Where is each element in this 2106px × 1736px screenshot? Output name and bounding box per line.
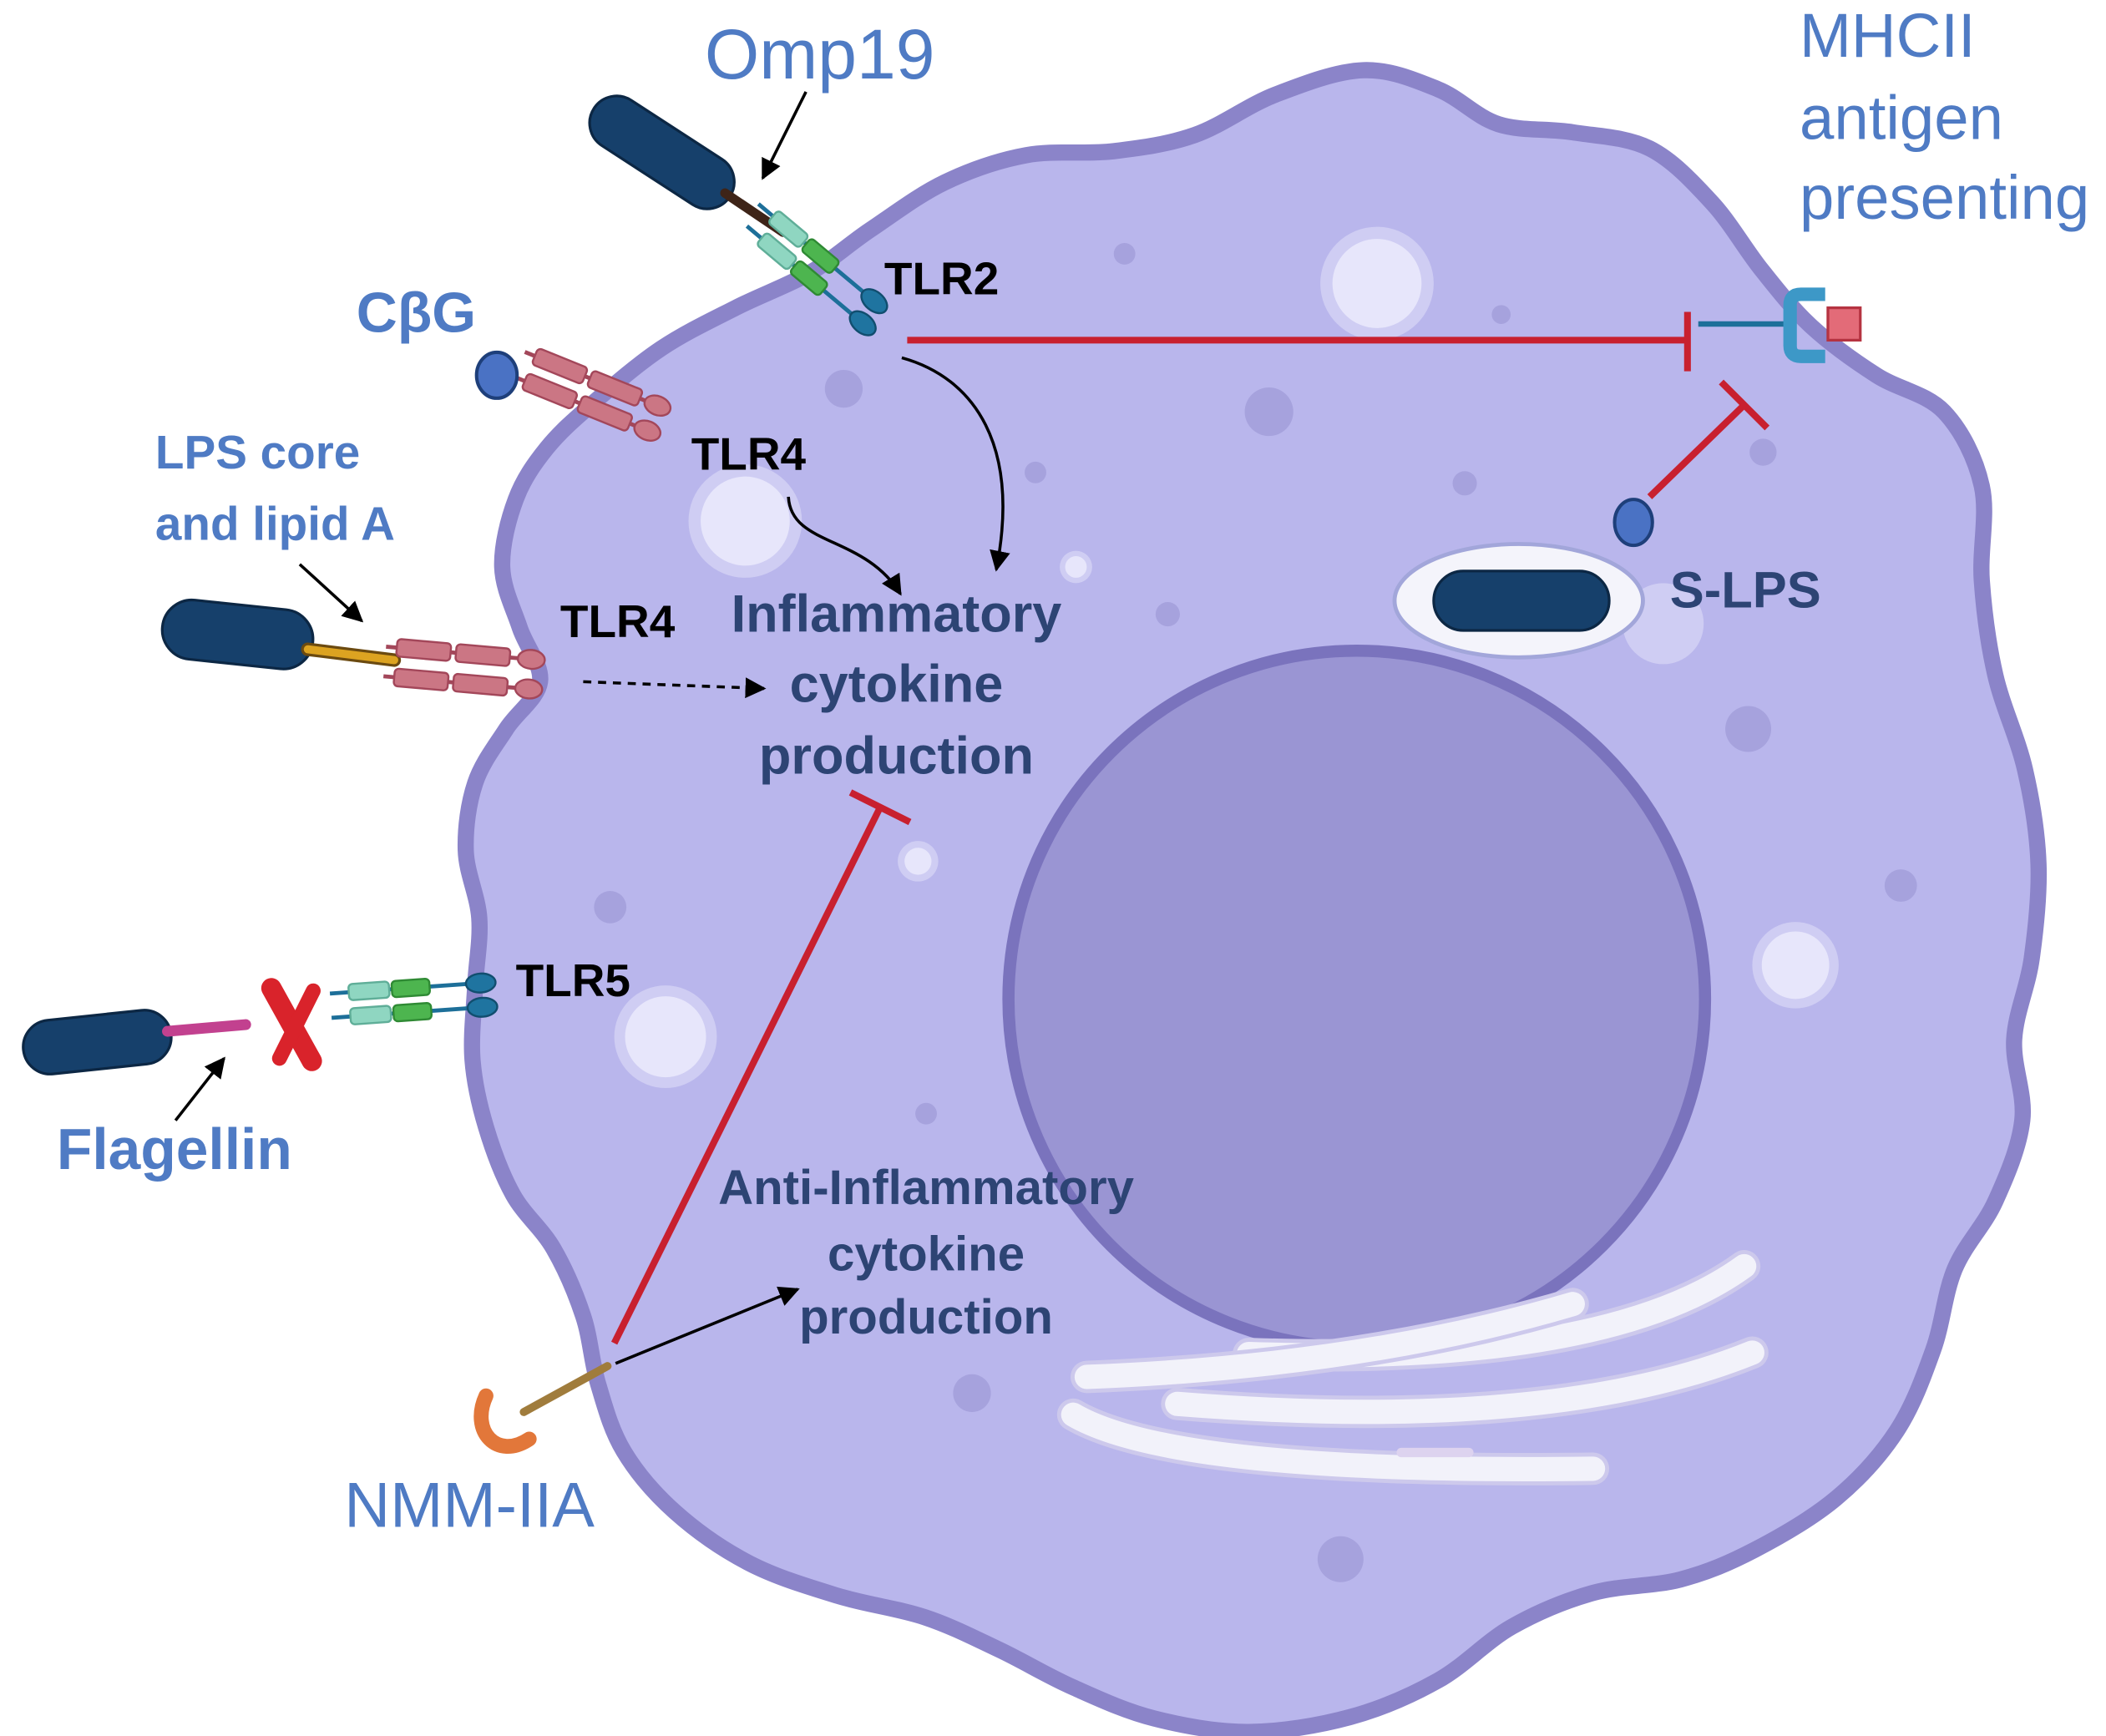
vesicle	[1752, 922, 1839, 1009]
nucleus	[1002, 644, 1712, 1354]
granule	[594, 890, 627, 924]
golgi-apparatus	[1056, 1250, 1769, 1485]
granule	[1452, 471, 1477, 496]
omp19-bacterium	[588, 94, 788, 237]
inhibition-slps-mhcii	[1647, 379, 1770, 499]
nmm-iia-label: NMM-IIA	[344, 1470, 595, 1541]
lps-bacterium	[160, 598, 402, 671]
inhibition-tlr2-mhcii	[907, 311, 1691, 372]
granule	[953, 1374, 991, 1413]
tlr5-receptor	[329, 972, 499, 1025]
granule	[824, 369, 863, 408]
granules	[594, 242, 1917, 1582]
arrow-tlr2-inflammatory	[901, 356, 1010, 572]
flagellin-protein	[162, 1019, 251, 1037]
vesicle	[898, 841, 939, 882]
inflammatory-label-line-3: production	[759, 726, 1034, 785]
granule	[1317, 1536, 1364, 1582]
tlr2-label: TLR2	[884, 252, 999, 304]
mhcii-bracket-icon	[1783, 287, 1825, 363]
tlr4-receptor-lps	[383, 638, 546, 700]
nmm-iia-receptor	[473, 1362, 612, 1454]
inhibition-nmm-inflammatory	[610, 789, 912, 1345]
blocked-cross-icon	[261, 978, 322, 1071]
s-lps-label: S-LPS	[1670, 561, 1821, 619]
mhcii-label-line-3: presenting	[1800, 163, 2089, 232]
inflammatory-label-line-1: Inflammatory	[732, 585, 1062, 644]
tlr4-receptor-cbg	[514, 347, 672, 443]
anti-inflammatory-label-line-3: production	[799, 1290, 1053, 1344]
vesicle	[614, 985, 717, 1089]
tlr2-receptor	[745, 202, 888, 337]
anti-inflammatory-label-line-2: cytokine	[828, 1227, 1025, 1281]
arrow-nmm-anti-inflammatory	[615, 1286, 800, 1365]
vesicle	[688, 464, 802, 578]
flagellin-label: Flagellin	[57, 1116, 292, 1182]
granule	[1725, 706, 1772, 752]
vesicle	[1060, 550, 1092, 584]
flagellin-bacterium	[22, 1009, 251, 1076]
vesicle	[1320, 226, 1434, 341]
tlr4-label-cbg: TLR4	[691, 428, 807, 480]
cbg-molecule-icon	[474, 350, 519, 400]
s-lps-vesicle	[1392, 542, 1645, 660]
granule	[1491, 305, 1511, 324]
granule	[1025, 461, 1046, 483]
lps-label-line-2: and lipid A	[155, 498, 395, 550]
mhcii-label-line-1: MHCII	[1800, 1, 1976, 70]
cbg-label: CβG	[357, 282, 476, 345]
tlr5-label: TLR5	[516, 954, 630, 1006]
granule	[1884, 869, 1917, 902]
granule	[915, 1102, 937, 1125]
bacterium-icon	[160, 598, 315, 671]
anti-inflammatory-label-line-1: Anti-Inflammatory	[718, 1161, 1135, 1215]
s-lps-molecule-icon	[1612, 498, 1654, 548]
vesicles	[614, 226, 1839, 1089]
hook-icon	[473, 1388, 537, 1454]
inflammatory-label-line-2: cytokine	[790, 655, 1004, 714]
lps-label-line-1: LPS core	[155, 426, 360, 478]
granule	[1244, 387, 1293, 437]
arrow-tlr4-lps-dashed	[583, 677, 767, 699]
bacterium-icon	[1432, 569, 1611, 632]
antigen-icon	[1826, 306, 1862, 342]
arrow-omp19	[761, 91, 807, 180]
arrow-tlr4-inflammatory	[787, 496, 902, 596]
bacterium-icon	[22, 1009, 173, 1076]
omp19-label: Omp19	[705, 15, 935, 94]
bacterium-icon	[588, 94, 736, 210]
mhcii-label-line-2: antigen	[1800, 84, 2003, 153]
granule	[1113, 242, 1136, 265]
arrow-flagellin	[174, 1056, 225, 1121]
tlr4-label-lps: TLR4	[560, 595, 676, 647]
arrow-lps	[298, 563, 364, 623]
mhcii-complex	[1698, 287, 1862, 363]
granule	[1749, 438, 1777, 466]
granule	[1155, 602, 1180, 627]
